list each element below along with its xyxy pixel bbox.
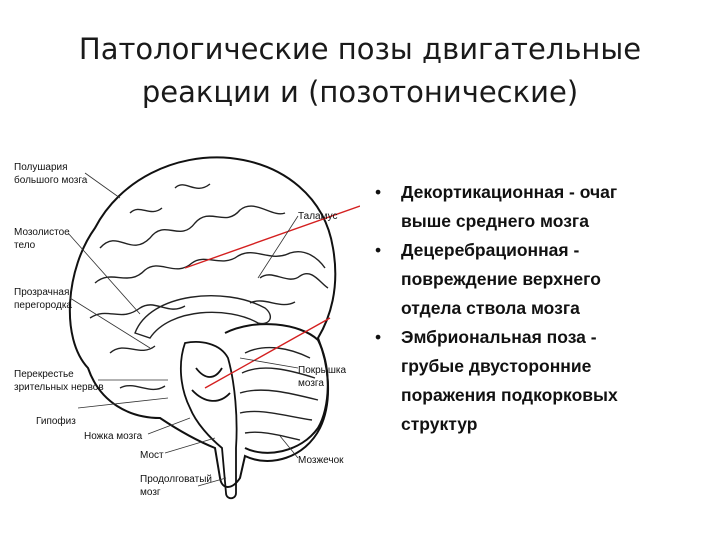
bullet-item-embryonic: • Эмбриональная поза - грубые двусторонн…	[364, 323, 680, 439]
bullet-dot: •	[375, 182, 382, 202]
label-septum: Прозрачная перегородка	[14, 287, 72, 311]
label-cerebellum: Мозжечок	[298, 455, 344, 466]
bullet-list: • Декортикационная - очаг выше среднего …	[364, 178, 680, 439]
bullet-dot: •	[375, 240, 382, 260]
pointer-line-2	[204, 317, 331, 389]
brain-drawing	[67, 156, 360, 500]
brain-outline	[68, 156, 337, 488]
bullet-dot: •	[375, 327, 382, 347]
label-chiasm: Перекрестье зрительных нервов	[14, 369, 104, 393]
brainstem-outline	[180, 341, 238, 500]
label-tectum: Покрышка мозга	[298, 365, 347, 389]
label-thalamus: Таламус	[298, 211, 338, 222]
label-cerebral-peduncle: Ножка мозга	[84, 431, 143, 442]
slide-title: Патологические позы двигательные реакции…	[40, 28, 680, 114]
bullet-item-decorticate: • Декортикационная - очаг выше среднего …	[364, 178, 680, 236]
title-line-2: реакции и (позотонические)	[141, 75, 579, 109]
cerebellum-outline	[224, 323, 329, 454]
label-corpus-callosum: Мозолистое тело	[14, 227, 70, 251]
label-medulla: Продолговатый мозг	[140, 474, 212, 498]
label-pituitary: Гипофиз	[36, 416, 76, 427]
label-hemispheres: Полушария большого мозга	[14, 162, 88, 186]
label-pons: Мост	[140, 450, 164, 461]
brain-diagram: Полушария большого мозга Мозолистое тело…	[0, 118, 360, 538]
title-line-1: Патологические позы двигательные	[78, 32, 642, 66]
pointer-line-1	[184, 205, 360, 269]
bullet-item-decerebrate: • Децеребрационная - повреждение верхнег…	[364, 236, 680, 323]
